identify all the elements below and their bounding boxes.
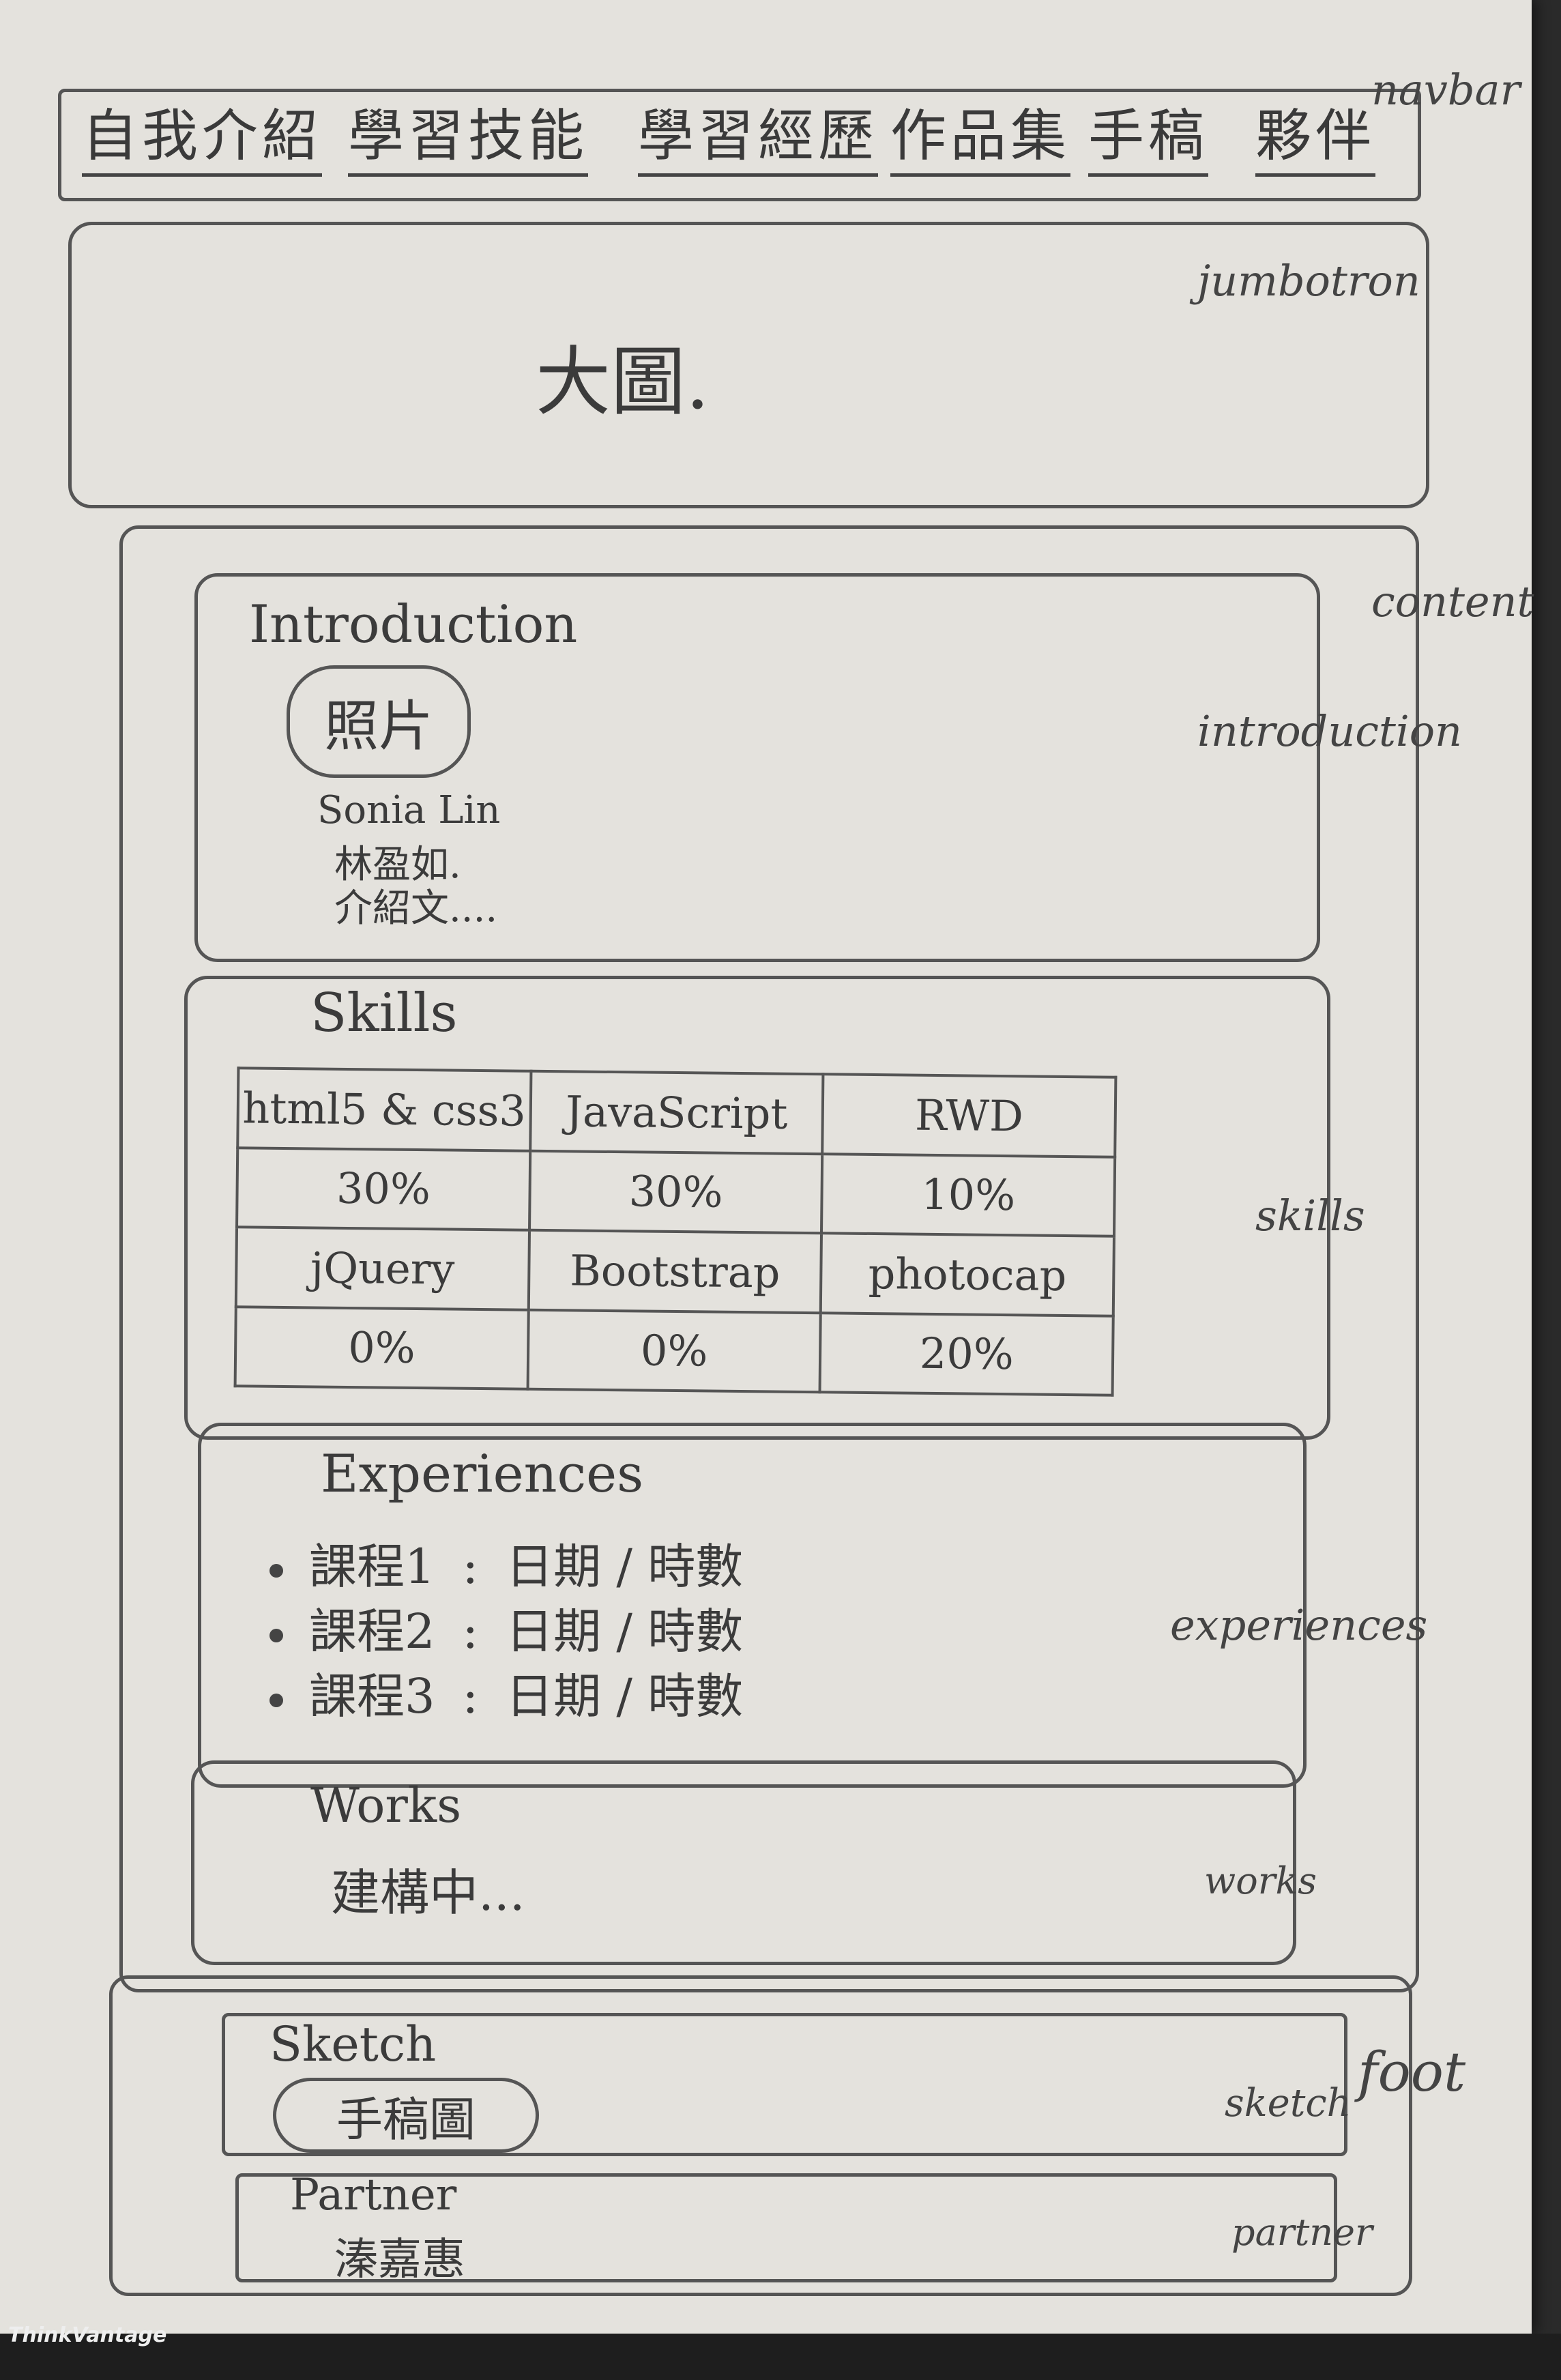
works-note: works <box>1204 1859 1317 1902</box>
table-row: 0% 0% 20% <box>235 1306 1113 1395</box>
table-row: jQuery Bootstrap photocap <box>235 1227 1114 1316</box>
content-note: content <box>1371 577 1534 626</box>
partner-name: 溱嘉惠 <box>334 2235 465 2285</box>
list-item: 課程1:日期 / 時數 <box>269 1528 743 1597</box>
skill-level: 30% <box>237 1147 530 1230</box>
table-row: 30% 30% 10% <box>237 1147 1115 1236</box>
skill-level: 20% <box>819 1312 1113 1395</box>
skills-title: Skills <box>310 983 458 1044</box>
works-section <box>191 1760 1296 1965</box>
skill-name: html5 & css3 <box>237 1068 531 1151</box>
partner-note: partner <box>1231 2211 1373 2254</box>
sketch-title: Sketch <box>269 2016 437 2072</box>
laptop-brand-label: ThinkVantage <box>8 2323 167 2347</box>
list-item: 課程3:日期 / 時數 <box>269 1658 743 1727</box>
partner-title: Partner <box>290 2170 457 2220</box>
jumbotron-note: jumbotron <box>1197 256 1420 306</box>
skill-name: jQuery <box>235 1227 529 1310</box>
experiences-note: experiences <box>1170 1600 1428 1650</box>
nav-item-about[interactable]: 自我介紹 <box>82 102 323 177</box>
works-title: Works <box>310 1777 462 1833</box>
sketch-note: sketch <box>1225 2081 1352 2125</box>
nav-item-works[interactable]: 作品集 <box>890 102 1071 177</box>
nav-item-partner[interactable]: 夥伴 <box>1255 102 1376 177</box>
foot-note: foot <box>1358 2040 1466 2104</box>
course-detail: 日期 / 時數 <box>506 1603 744 1659</box>
background-surface <box>0 2334 1561 2380</box>
course-name: 課程3 <box>309 1668 435 1724</box>
jumbotron-image-placeholder: 大圖. <box>536 338 710 426</box>
skill-level: 0% <box>235 1306 529 1389</box>
partner-section <box>235 2173 1337 2282</box>
course-name: 課程2 <box>309 1603 435 1659</box>
skill-name: RWD <box>822 1074 1116 1157</box>
jumbotron <box>68 222 1429 508</box>
introduction-title: Introduction <box>249 594 578 654</box>
skill-name: Bootstrap <box>528 1230 822 1313</box>
list-item: 課程2:日期 / 時數 <box>269 1593 743 1662</box>
name-english: Sonia Lin <box>317 788 501 832</box>
skills-table: html5 & css3 JavaScript RWD 30% 30% 10% … <box>234 1066 1118 1396</box>
nav-item-skills[interactable]: 學習技能 <box>348 102 589 177</box>
sketch-section <box>222 2013 1347 2156</box>
bullet-icon <box>269 1564 283 1578</box>
course-name: 課程1 <box>309 1539 435 1595</box>
experiences-section <box>198 1423 1307 1788</box>
introduction-section <box>194 573 1320 962</box>
foot-section <box>109 1975 1412 2296</box>
skill-name: photocap <box>821 1233 1114 1316</box>
nav-item-experiences[interactable]: 學習經歷 <box>638 102 879 177</box>
skill-level: 10% <box>821 1153 1115 1236</box>
photo-placeholder: 照片 <box>287 665 471 778</box>
course-detail: 日期 / 時數 <box>506 1668 744 1724</box>
skills-note: skills <box>1255 1191 1365 1240</box>
navbar <box>58 89 1421 201</box>
bullet-icon <box>269 1694 283 1707</box>
intro-text: 介紹文.... <box>334 886 498 931</box>
skill-level: 0% <box>527 1309 821 1393</box>
nav-item-sketch[interactable]: 手稿 <box>1088 102 1209 177</box>
navbar-note: navbar <box>1371 65 1521 115</box>
skills-section <box>184 976 1330 1440</box>
skill-level: 30% <box>529 1150 823 1234</box>
works-text: 建構中... <box>331 1864 525 1921</box>
experiences-title: Experiences <box>321 1443 644 1504</box>
paper-sheet: 自我介紹 學習技能 學習經歷 作品集 手稿 夥伴 navbar 大圖. jumb… <box>0 0 1534 2334</box>
table-row: html5 & css3 JavaScript RWD <box>237 1068 1116 1157</box>
content-section <box>119 525 1419 1992</box>
name-chinese: 林盈如. <box>334 843 461 887</box>
bullet-icon <box>269 1629 283 1642</box>
introduction-note: introduction <box>1197 706 1462 756</box>
skill-name: JavaScript <box>529 1071 823 1154</box>
sketch-image-placeholder: 手稿圖 <box>273 2078 539 2153</box>
course-detail: 日期 / 時數 <box>506 1539 744 1595</box>
